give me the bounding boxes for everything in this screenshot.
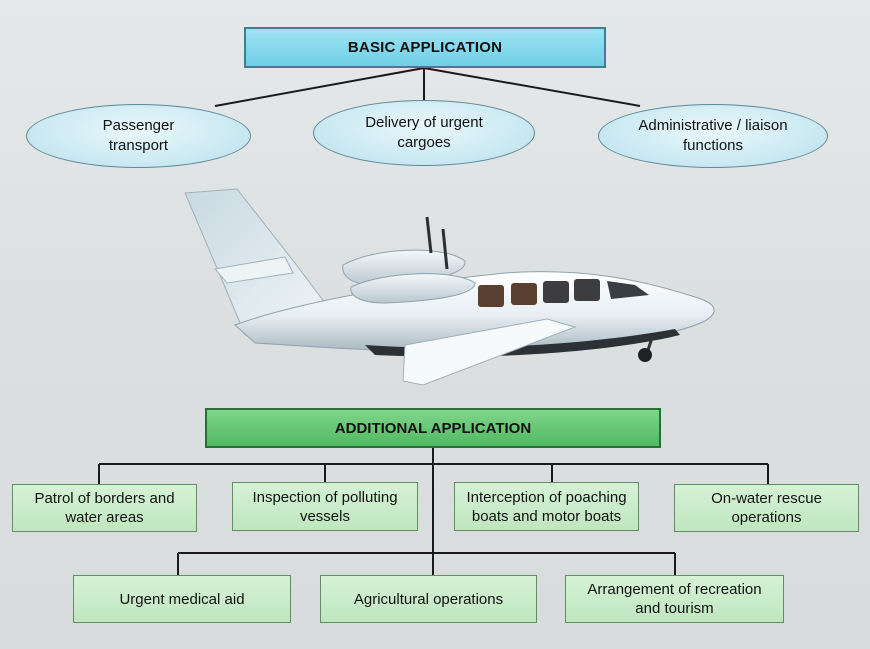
leaf-recreation-tourism: Arrangement of recreation and tourism bbox=[565, 575, 784, 623]
leaf-urgent-medical-aid: Urgent medical aid bbox=[73, 575, 291, 623]
leaf-label: Agricultural operations bbox=[353, 590, 504, 608]
leaf-patrol-borders: Patrol of borders and water areas bbox=[12, 484, 197, 532]
leaf-inspection-vessels: Inspection of polluting vessels bbox=[232, 482, 418, 531]
amphibious-aircraft-icon bbox=[184, 188, 715, 386]
oval-administrative-liaison: Administrative / liaison functions bbox=[598, 104, 828, 168]
connector-basic-1 bbox=[214, 67, 425, 107]
leaf-label: Urgent medical aid bbox=[119, 590, 245, 608]
leaf-on-water-rescue: On-water rescue operations bbox=[674, 484, 859, 532]
oval-label: Delivery of urgent cargoes bbox=[365, 114, 483, 151]
connector-basic-3 bbox=[423, 67, 641, 107]
leaf-label: Arrangement of recreation and tourism bbox=[587, 581, 762, 617]
leaf-label: Inspection of polluting vessels bbox=[252, 488, 398, 525]
oval-label: Administrative / liaison functions bbox=[638, 117, 788, 154]
leaf-label: On-water rescue operations bbox=[711, 490, 822, 526]
leaf-agricultural-operations: Agricultural operations bbox=[320, 575, 537, 623]
leaf-label: Interception of poaching boats and motor… bbox=[466, 488, 627, 525]
leaf-interception-poaching: Interception of poaching boats and motor… bbox=[454, 482, 639, 531]
oval-urgent-cargoes: Delivery of urgent cargoes bbox=[313, 100, 535, 166]
oval-passenger-transport: Passenger transport bbox=[26, 104, 251, 168]
additional-application-header: ADDITIONAL APPLICATION bbox=[205, 408, 661, 448]
oval-label: Passenger transport bbox=[102, 117, 175, 154]
leaf-label: Patrol of borders and water areas bbox=[34, 490, 175, 526]
basic-application-header: BASIC APPLICATION bbox=[244, 27, 606, 68]
